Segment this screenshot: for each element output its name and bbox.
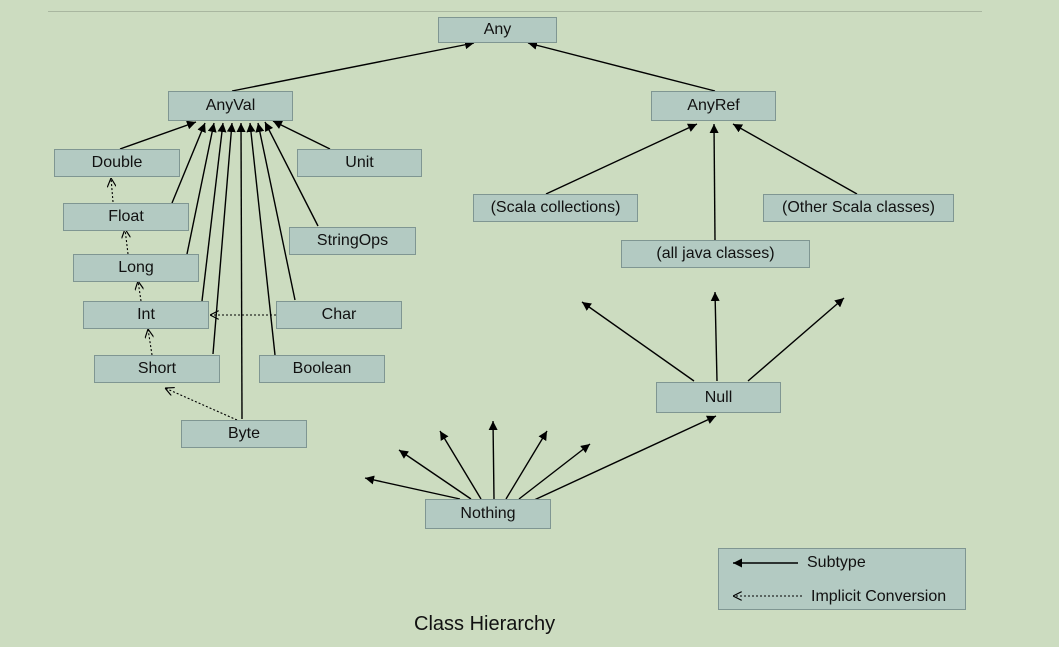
conv-float-double bbox=[111, 178, 113, 203]
node-null: Null bbox=[656, 382, 781, 413]
edge-anyref-any bbox=[527, 40, 716, 92]
node-scala-collections: (Scala collections) bbox=[473, 194, 638, 222]
node-other-scala-classes: (Other Scala classes) bbox=[763, 194, 954, 222]
edge-short-anyval bbox=[212, 122, 236, 355]
legend-subtype-label: Subtype bbox=[807, 554, 866, 571]
node-unit: Unit bbox=[297, 149, 422, 177]
edge-int-anyval bbox=[201, 122, 227, 302]
node-all-java-classes: (all java classes) bbox=[621, 240, 810, 268]
edge-anyval-any bbox=[231, 40, 475, 92]
edge-nothing-arrow-5 bbox=[505, 430, 548, 500]
edge-double-anyval bbox=[119, 120, 197, 150]
edge-nothing-arrow-1 bbox=[364, 475, 461, 500]
diagram-caption: Class Hierarchy bbox=[414, 613, 556, 635]
edge-nothing-arrow-6 bbox=[518, 443, 591, 500]
edge-null-arrow-right bbox=[747, 297, 845, 382]
conv-int-long bbox=[138, 281, 141, 302]
edge-boolean-anyval bbox=[246, 122, 276, 356]
node-anyval: AnyVal bbox=[168, 91, 293, 121]
edge-collections-anyref bbox=[545, 123, 698, 195]
node-float: Float bbox=[63, 203, 189, 231]
node-short: Short bbox=[94, 355, 220, 383]
node-double: Double bbox=[54, 149, 180, 177]
edge-nothing-arrow-2 bbox=[398, 449, 472, 500]
edge-nothing-arrow-3 bbox=[439, 430, 482, 500]
node-boolean: Boolean bbox=[259, 355, 385, 383]
node-stringops: StringOps bbox=[289, 227, 416, 255]
node-nothing: Nothing bbox=[425, 499, 551, 529]
node-byte: Byte bbox=[181, 420, 307, 448]
conv-byte-short bbox=[165, 388, 238, 421]
conv-short-int bbox=[148, 329, 152, 356]
legend-symbols bbox=[733, 558, 802, 611]
edge-byte-anyval bbox=[236, 122, 246, 420]
conv-long-float bbox=[125, 229, 128, 255]
node-long: Long bbox=[73, 254, 199, 282]
edge-stringops-anyval bbox=[264, 121, 319, 227]
node-char: Char bbox=[276, 301, 402, 329]
node-any: Any bbox=[438, 17, 557, 43]
edge-nothing-null bbox=[531, 415, 717, 502]
edge-nothing-arrow-4 bbox=[488, 420, 498, 500]
edge-null-arrow-left bbox=[581, 301, 695, 382]
legend: Subtype Implicit Conversion bbox=[718, 548, 966, 610]
top-divider bbox=[48, 11, 982, 12]
edge-java-anyref bbox=[709, 123, 719, 241]
edge-long-anyval bbox=[186, 122, 217, 255]
node-int: Int bbox=[83, 301, 209, 329]
edge-char-anyval bbox=[255, 122, 296, 301]
edge-null-arrow-mid bbox=[710, 291, 720, 382]
node-anyref: AnyRef bbox=[651, 91, 776, 121]
edge-unit-anyval bbox=[272, 120, 331, 150]
edge-otherscala-anyref bbox=[732, 123, 858, 195]
legend-implicit-conversion-label: Implicit Conversion bbox=[811, 588, 947, 605]
edge-float-anyval bbox=[171, 122, 206, 204]
